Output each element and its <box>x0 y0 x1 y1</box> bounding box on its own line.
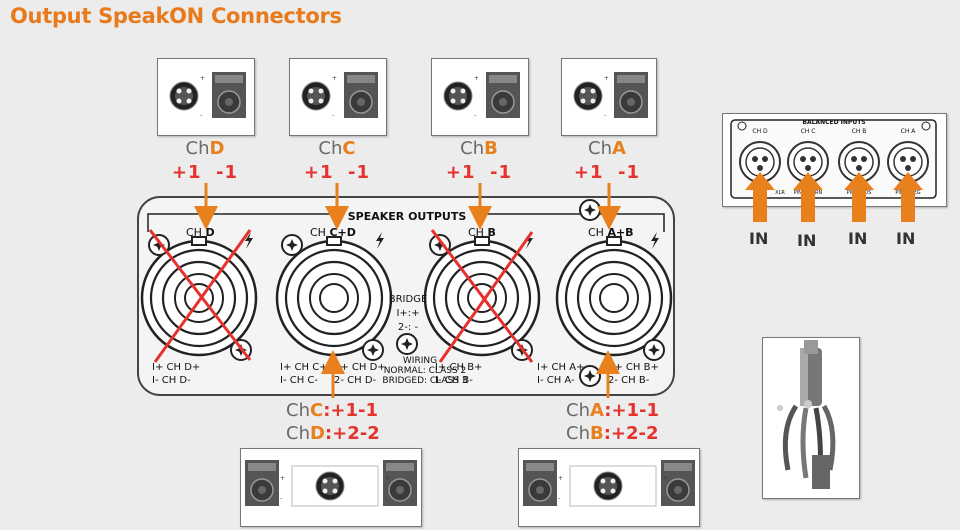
svg-text:+: + <box>332 75 337 82</box>
card-ch-d-graphics: + - <box>169 71 247 119</box>
svg-text:XLR: XLR <box>775 190 785 196</box>
svg-text:2+ CH B+: 2+ CH B+ <box>608 362 659 373</box>
svg-text:CH B: CH B <box>852 128 867 135</box>
bottom-label-cd-line1: ChC:+1-1 <box>286 400 379 421</box>
svg-text:I- CH B-: I- CH B- <box>435 375 473 386</box>
bottom-arrows <box>321 350 620 398</box>
top-polarity-d: +1 -1 <box>171 162 239 183</box>
connector-ch-cd: CH C+D I+ CH C+ I- CH C- 2+ CH D+ 2- CH … <box>275 226 393 386</box>
svg-text:NORMAL: CLASS 2: NORMAL: CLASS 2 <box>384 366 467 376</box>
svg-text:+: + <box>663 475 668 482</box>
svg-text:2+ CH D+: 2+ CH D+ <box>334 362 386 373</box>
top-channel-label-b: ChB <box>460 138 498 159</box>
svg-text:+: + <box>558 475 563 482</box>
card-ch-a-graphics: + - <box>573 71 649 119</box>
svg-text:I+ CH C+: I+ CH C+ <box>280 362 328 373</box>
card-ch-c-graphics: + - <box>301 71 379 119</box>
svg-text:-: - <box>385 495 387 502</box>
svg-text:I- CH C-: I- CH C- <box>280 375 318 386</box>
svg-text:BALANCED INPUTS: BALANCED INPUTS <box>802 119 865 126</box>
page-title: Output SpeakON Connectors <box>10 4 342 28</box>
card-ch-b-graphics: + - <box>443 71 521 119</box>
svg-text:BRIDGE: BRIDGE <box>389 294 428 305</box>
svg-text:I+ CH D+: I+ CH D+ <box>152 362 200 373</box>
svg-text:+: + <box>604 75 609 82</box>
in-label-a: IN <box>896 229 916 248</box>
svg-text:-: - <box>604 112 606 119</box>
top-arrows <box>194 183 621 230</box>
in-label-c: IN <box>797 231 817 250</box>
svg-text:2- CH D-: 2- CH D- <box>334 375 377 386</box>
svg-text:-: - <box>663 495 665 502</box>
in-label-b: IN <box>848 229 868 248</box>
bottom-label-ab-line2: ChB:+2-2 <box>566 423 659 444</box>
svg-text:+: + <box>280 475 285 482</box>
top-channel-label-a: ChA <box>588 138 626 159</box>
svg-text:I- CH A-: I- CH A- <box>537 375 575 386</box>
svg-text:CH C+D: CH C+D <box>310 226 356 239</box>
svg-text:-: - <box>200 112 202 119</box>
svg-text:-: - <box>474 112 476 119</box>
svg-text:BRIDGED: CLASS 3: BRIDGED: CLASS 3 <box>382 376 467 386</box>
svg-text:-: - <box>558 495 560 502</box>
svg-text:I+ CH B+: I+ CH B+ <box>435 362 482 373</box>
svg-text:CH B: CH B <box>468 226 496 239</box>
top-polarity-b: +1 -1 <box>445 162 513 183</box>
svg-text:WIRING: WIRING <box>403 356 437 366</box>
svg-text:-: - <box>332 112 334 119</box>
input-arrows <box>745 172 923 222</box>
cable-photo <box>770 340 850 489</box>
speaker-outputs-panel <box>137 196 675 396</box>
svg-text:-: - <box>280 495 282 502</box>
svg-text:I+ CH A+: I+ CH A+ <box>537 362 584 373</box>
bottom-label-ab-line1: ChA:+1-1 <box>566 400 660 421</box>
svg-text:CH C: CH C <box>801 128 816 135</box>
bottom-card-ab-graphics: + - + - <box>522 459 696 507</box>
svg-text:I+:+: I+:+ <box>396 308 419 319</box>
svg-text:CH D: CH D <box>752 128 768 135</box>
speaker-outputs-heading: SPEAKER OUTPUTS <box>348 210 467 223</box>
svg-text:2-: -: 2-: - <box>398 322 419 333</box>
svg-text:2- CH B-: 2- CH B- <box>608 375 650 386</box>
bottom-label-cd-line2: ChD:+2-2 <box>286 423 380 444</box>
svg-text:+: + <box>474 75 479 82</box>
svg-text:I- CH D-: I- CH D- <box>152 375 191 386</box>
in-label-d: IN <box>749 229 769 248</box>
top-polarity-a: +1 -1 <box>573 162 641 183</box>
bottom-card-cd-graphics: + - + - <box>244 459 418 507</box>
bridge-notes: BRIDGE I+:+ 2-: - WIRING NORMAL: CLASS 2… <box>382 294 467 386</box>
svg-text:+: + <box>200 75 205 82</box>
svg-text:CH D: CH D <box>186 226 215 239</box>
top-channel-label-c: ChC <box>318 138 356 159</box>
svg-text:CH A+B: CH A+B <box>588 226 634 239</box>
svg-text:+: + <box>385 475 390 482</box>
svg-text:CH A: CH A <box>901 128 917 135</box>
top-channel-label-d: ChD <box>185 138 225 159</box>
top-polarity-c: +1 -1 <box>303 162 371 183</box>
